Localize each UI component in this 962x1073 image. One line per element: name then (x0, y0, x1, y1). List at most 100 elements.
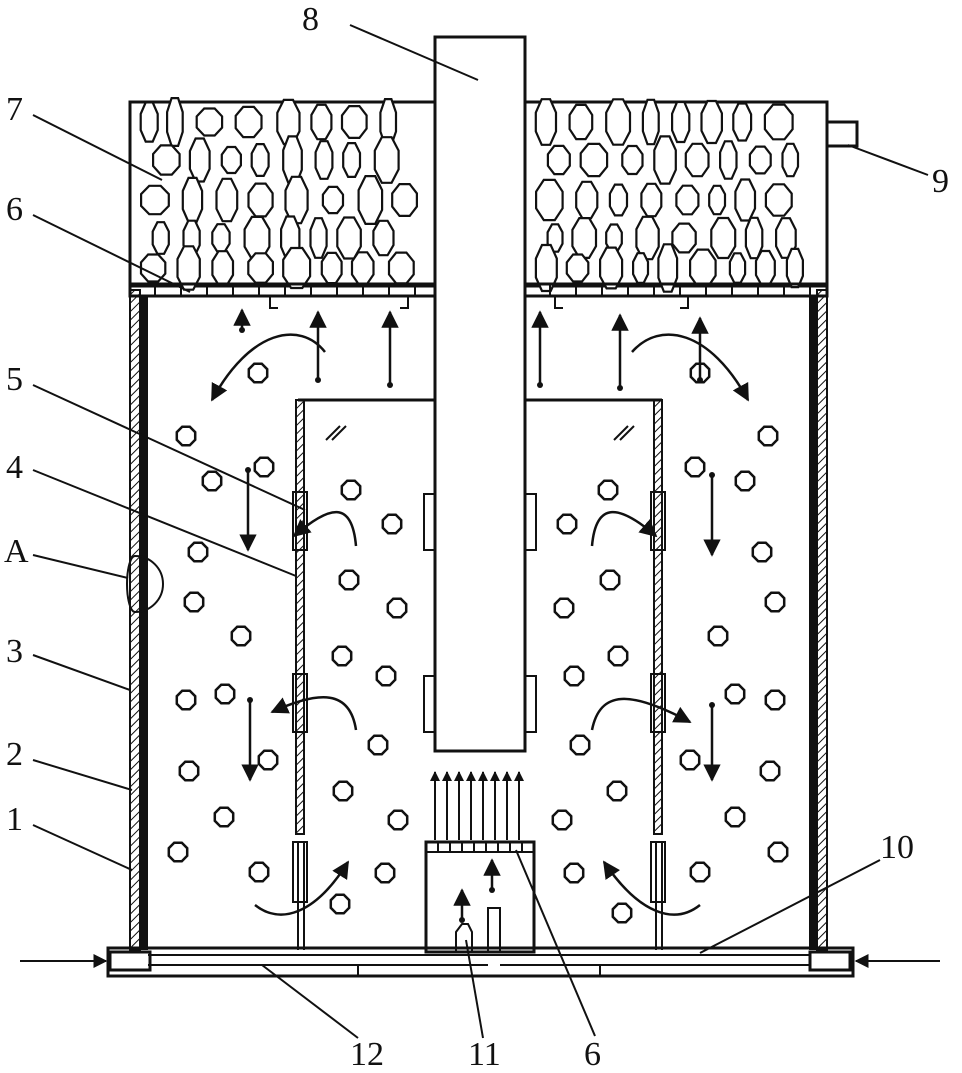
flow-curve (590, 697, 692, 731)
rock (342, 142, 362, 178)
media-ball (214, 683, 236, 705)
media-ball (201, 470, 223, 492)
flow-dot (489, 887, 495, 893)
rock (631, 252, 650, 284)
rock (181, 176, 204, 224)
media-ball (374, 862, 396, 884)
rock (373, 136, 400, 184)
rock (565, 253, 590, 283)
rock (688, 248, 717, 288)
media-ball (764, 689, 786, 711)
rock (176, 245, 201, 291)
rock (671, 222, 697, 254)
rock (320, 251, 343, 285)
media-ball (757, 425, 779, 447)
rock (387, 251, 415, 285)
flow-dot (247, 697, 253, 703)
central-pipe-brackets (423, 493, 537, 733)
media-ball (329, 893, 351, 915)
rock (391, 183, 418, 217)
media-ball (331, 645, 353, 667)
media-ball (684, 456, 706, 478)
bottom-pipes (106, 946, 855, 978)
rock (763, 103, 794, 141)
flow-curve (254, 860, 350, 916)
media-ball (751, 541, 773, 563)
rock (575, 180, 599, 220)
media-ball (611, 902, 633, 924)
media-balls (167, 362, 789, 924)
central-pipe (433, 35, 527, 753)
flow-dot (459, 917, 465, 923)
rock (605, 98, 632, 146)
flow-dot (537, 382, 543, 388)
rock (247, 252, 274, 284)
label-4: 4 (6, 449, 23, 486)
rock (718, 140, 738, 180)
media-ball (386, 597, 408, 619)
rock (546, 144, 571, 176)
rock (309, 217, 328, 259)
rock (372, 219, 395, 257)
rock (314, 140, 334, 180)
rock (748, 145, 772, 175)
outer-wall-left (129, 289, 148, 951)
outlet-nozzle (825, 120, 859, 148)
media-ball (257, 749, 279, 771)
rock (598, 246, 624, 290)
label-3: 3 (6, 633, 23, 670)
media-ball (230, 625, 252, 647)
rock (220, 145, 242, 175)
media-ball (764, 591, 786, 613)
rock (684, 142, 710, 178)
media-ball (375, 665, 397, 687)
media-ball (187, 541, 209, 563)
rock (357, 175, 384, 225)
rock (734, 178, 757, 222)
flow-dot (709, 472, 715, 478)
label-a: A (4, 533, 29, 570)
media-ball (707, 625, 729, 647)
label-8: 8 (302, 1, 319, 38)
media-ball (551, 809, 573, 831)
media-ball (183, 591, 205, 613)
media-ball (689, 861, 711, 883)
rock (234, 105, 263, 139)
flow-dot (315, 377, 321, 383)
media-ball (563, 665, 585, 687)
media-ball (553, 597, 575, 619)
rock (188, 137, 211, 183)
rock (754, 249, 776, 287)
rocks-left (139, 96, 418, 291)
detail-circle-a (126, 555, 164, 614)
rock (728, 252, 747, 284)
rock (608, 183, 629, 217)
rock (211, 250, 235, 286)
media-ball (178, 760, 200, 782)
rock (350, 251, 375, 285)
media-ball (213, 806, 235, 828)
label-5: 5 (6, 361, 23, 398)
rock (641, 98, 660, 146)
rock (247, 182, 274, 218)
leader-lines (32, 24, 929, 1039)
rock (710, 216, 737, 260)
media-ball (679, 749, 701, 771)
flow-curve (210, 333, 326, 402)
rock (282, 246, 312, 290)
rock (732, 102, 753, 142)
rock (700, 99, 724, 145)
flow-curve (602, 860, 701, 916)
flow-arrows (210, 308, 750, 923)
rock (640, 182, 663, 218)
rock (166, 96, 184, 147)
media-ball (387, 809, 409, 831)
rock (211, 223, 231, 253)
rocks-right (534, 98, 805, 293)
media-ball (606, 780, 628, 802)
label-2: 2 (6, 736, 23, 773)
media-ball (340, 479, 362, 501)
rock (708, 184, 727, 216)
rock (621, 144, 644, 176)
